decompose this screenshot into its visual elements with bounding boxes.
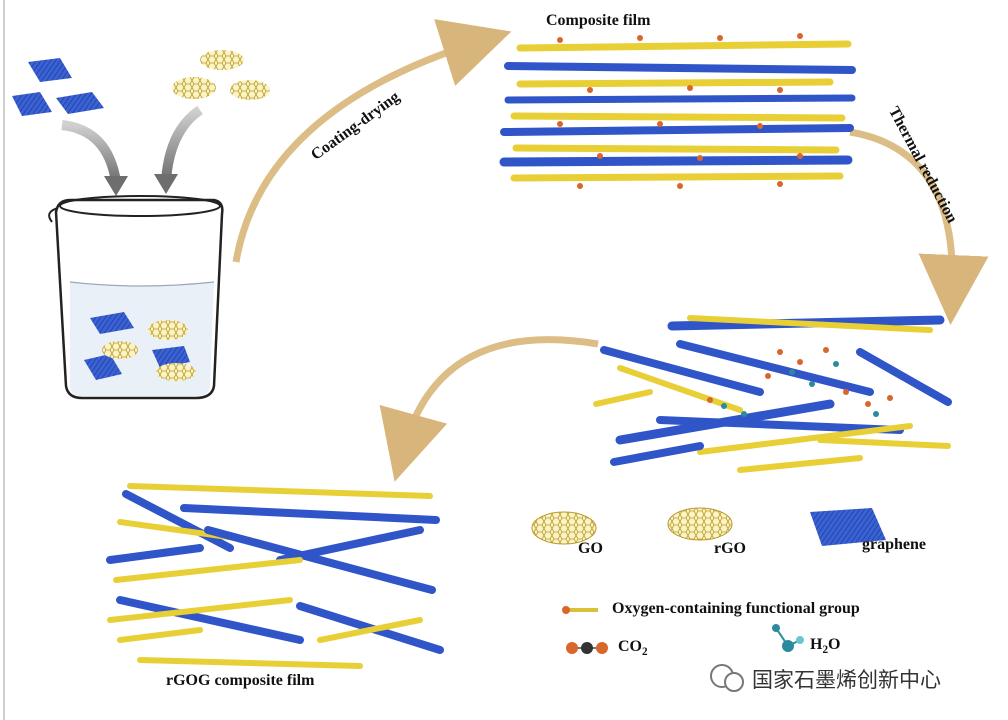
pour-arrow-right — [161, 105, 203, 181]
legend-h2o-label: H2O — [810, 636, 841, 657]
beaker-spout — [48, 207, 59, 223]
legend-go-label: GO — [578, 540, 603, 557]
legend-go-swatch — [531, 511, 597, 545]
rgog-film-network — [106, 483, 444, 669]
graphene-flake — [28, 58, 72, 82]
graphene-flake — [12, 92, 52, 116]
graphene-flake — [90, 312, 134, 334]
graphene-flake — [84, 354, 122, 380]
composite-film-label: Composite film — [546, 12, 651, 29]
legend-co2-swatch — [566, 642, 608, 654]
wechat-logo — [710, 664, 744, 692]
beaker-rim — [59, 195, 221, 217]
go-flake — [230, 80, 270, 100]
beaker-liquid — [70, 282, 214, 396]
coating-drying-arrow — [232, 19, 512, 263]
legend-rgo-label: rGO — [714, 540, 746, 557]
legend-oxygen-label: Oxygen-containing functional group — [612, 600, 860, 617]
go-flake — [200, 50, 244, 70]
thermal-reduction-arrow — [849, 128, 989, 325]
beaker-scene — [12, 50, 270, 400]
go-flake — [172, 77, 216, 99]
final-reduction-arrow — [379, 336, 599, 482]
composite-film-stack — [499, 33, 856, 189]
pour-arrow-left-head — [104, 176, 128, 196]
reduced-film-network — [593, 315, 952, 473]
pour-arrow-left — [61, 120, 121, 183]
legend-graphene-swatch — [810, 508, 886, 546]
legend-rgo-swatch — [667, 507, 733, 541]
go-flake — [102, 341, 138, 359]
legend-h2o-swatch — [772, 624, 804, 652]
legend-graphene-label: graphene — [862, 536, 926, 553]
go-flake — [148, 320, 188, 340]
graphene-flake — [56, 92, 104, 114]
legend-co2-label: CO2 — [618, 638, 648, 659]
watermark-text: 国家石墨烯创新中心 — [752, 668, 941, 692]
graphene-flake — [152, 346, 190, 368]
pour-arrow-right-head — [154, 174, 178, 194]
rgog-film-label: rGOG composite film — [166, 672, 315, 689]
legend — [531, 507, 886, 654]
go-flake — [156, 363, 196, 381]
